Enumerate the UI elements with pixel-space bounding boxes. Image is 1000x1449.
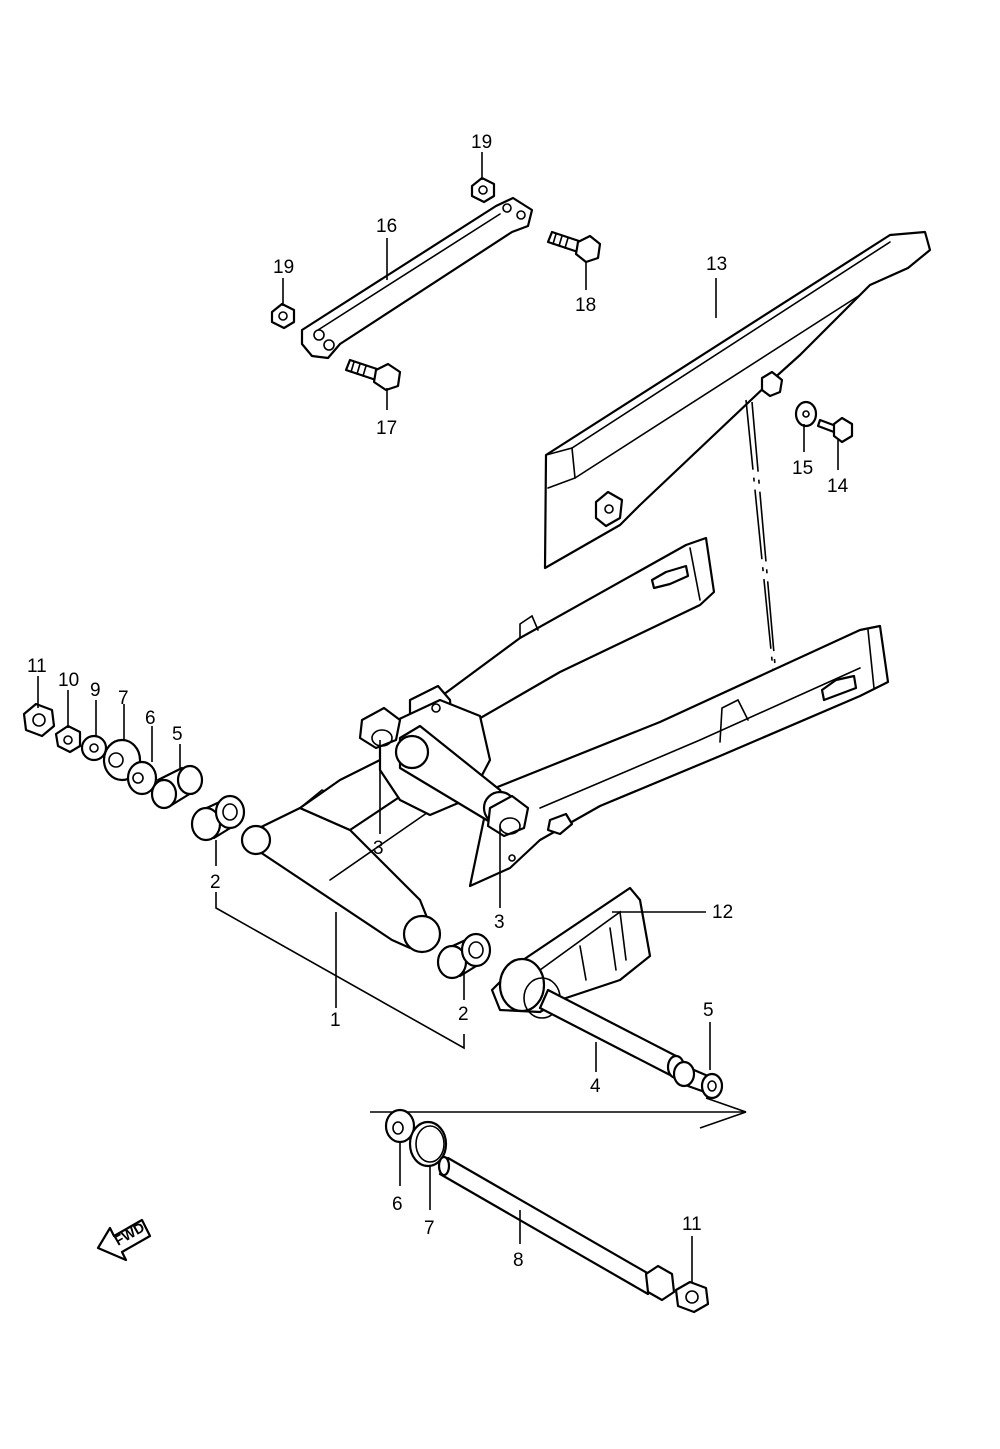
bearing-part-2-left <box>190 794 246 842</box>
callout-1: 1 <box>330 1010 341 1031</box>
callout-14: 14 <box>827 476 849 497</box>
callout-6-left: 6 <box>145 708 156 729</box>
sleeve-part-4 <box>538 988 686 1080</box>
callout-19-upper: 19 <box>471 132 492 153</box>
plate-part-7-right <box>408 1120 448 1168</box>
callout-17: 17 <box>376 418 397 439</box>
spacer-part-5-right <box>672 1060 724 1100</box>
callout-6-right: 6 <box>392 1194 403 1215</box>
callout-2-right: 2 <box>458 1004 469 1025</box>
washer-part-6-right <box>384 1108 416 1144</box>
callout-18: 18 <box>575 295 596 316</box>
nut-part-11-right <box>674 1280 710 1314</box>
callout-3-upper: 3 <box>373 838 384 859</box>
callout-8: 8 <box>513 1250 524 1271</box>
callout-labels: 19 19 16 18 17 13 15 14 11 10 9 7 6 5 3 … <box>27 132 849 1271</box>
callout-7-right: 7 <box>424 1218 435 1239</box>
nut-part-19-upper <box>470 176 496 204</box>
callout-16: 16 <box>376 216 397 237</box>
bolt-part-17 <box>344 358 402 392</box>
washer-part-6-left <box>126 760 158 796</box>
callout-3-lower: 3 <box>494 912 505 933</box>
forward-direction-indicator: FWD <box>96 1219 152 1262</box>
callout-11-left: 11 <box>27 656 47 677</box>
chain-case-part-13 <box>543 230 932 570</box>
cap-part-10 <box>54 724 82 754</box>
washer-part-9 <box>80 734 108 762</box>
callout-13: 13 <box>706 254 727 275</box>
callout-4: 4 <box>590 1076 601 1097</box>
callout-10: 10 <box>58 670 79 691</box>
alignment-lines <box>370 399 781 1129</box>
bearing-part-2-right <box>436 932 492 980</box>
callout-12: 12 <box>712 902 733 923</box>
callout-15: 15 <box>792 458 813 479</box>
callout-11-right: 11 <box>682 1214 702 1235</box>
washer-part-15 <box>794 400 818 428</box>
callout-7-left: 7 <box>118 688 129 709</box>
bushing-part-3-upper <box>358 706 402 750</box>
callout-19-lower: 19 <box>273 257 294 278</box>
spacer-part-5-left <box>150 764 204 810</box>
bolt-part-14 <box>816 416 854 444</box>
cushion-rod-part-16 <box>300 196 534 360</box>
swingarm-part-1 <box>240 536 890 954</box>
nut-part-11-left <box>22 702 56 738</box>
callout-5-left: 5 <box>172 724 183 745</box>
bolt-part-18 <box>546 230 602 264</box>
bushing-part-3-lower <box>486 794 530 838</box>
pivot-shaft-part-8 <box>437 1155 676 1302</box>
callout-9: 9 <box>90 680 101 701</box>
chain-guide-part-12 <box>490 886 652 1019</box>
callout-5-right: 5 <box>703 1000 714 1021</box>
callout-2-left: 2 <box>210 872 221 893</box>
nut-part-19-lower <box>270 302 296 330</box>
leader-lines <box>37 152 839 1282</box>
